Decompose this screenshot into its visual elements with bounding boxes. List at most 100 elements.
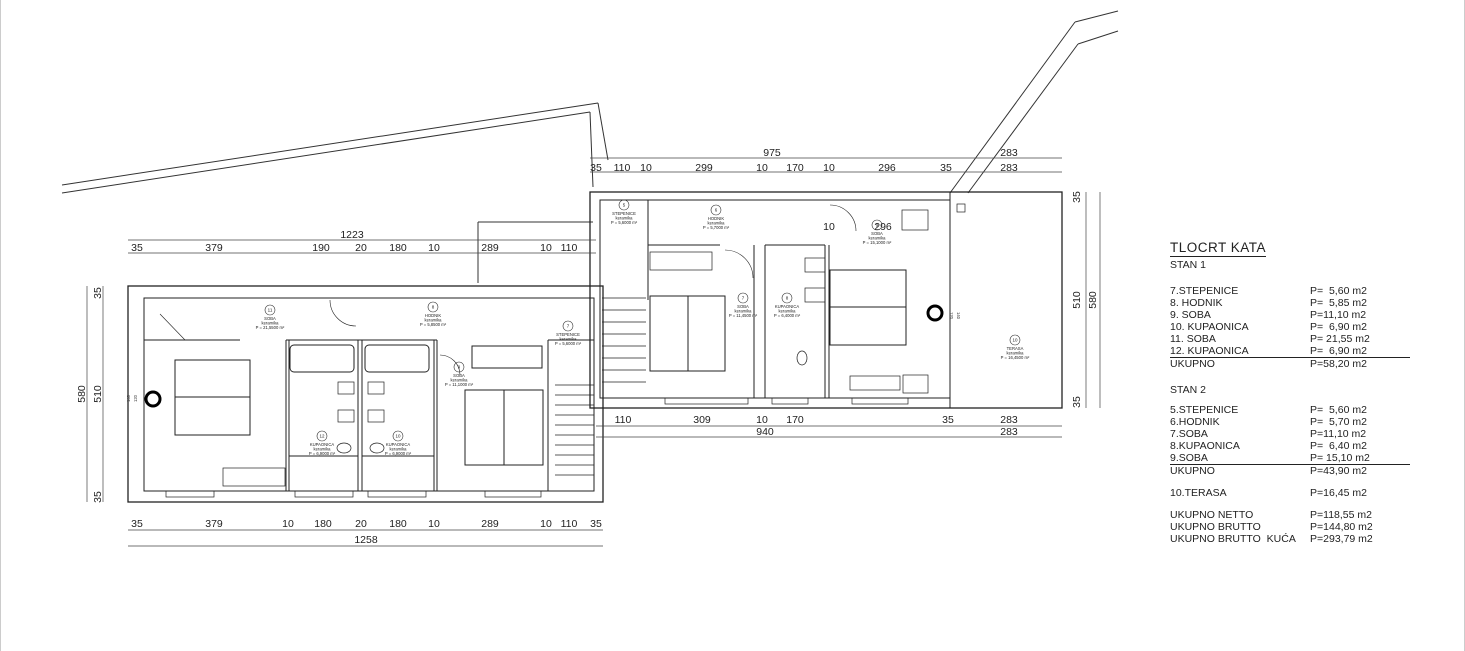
svg-text:35: 35 (590, 518, 602, 530)
room-number: 8 (786, 296, 789, 301)
svg-text:35: 35 (940, 162, 952, 174)
room-name: SOBA (264, 316, 276, 321)
svg-text:580: 580 (1087, 291, 1099, 309)
svg-text:35: 35 (1071, 396, 1083, 408)
room-number-circle (710, 204, 722, 216)
room-number-circle (1009, 334, 1021, 346)
svg-text:110: 110 (561, 242, 578, 254)
svg-text:10: 10 (540, 518, 552, 530)
svg-text:10: 10 (640, 162, 652, 174)
room-area: P = 5,7000 m² (703, 225, 730, 230)
room-number: 10 (1012, 338, 1018, 343)
svg-text:35: 35 (92, 287, 104, 299)
room-number-circle (316, 430, 328, 442)
room-finish: keramika (560, 337, 578, 342)
dimension-lines (86, 157, 1101, 547)
svg-text:140: 140 (956, 312, 961, 320)
svg-text:10: 10 (282, 518, 294, 530)
svg-text:35: 35 (590, 162, 602, 174)
room-area: P = 16,4500 m² (1001, 355, 1030, 360)
svg-text:289: 289 (481, 518, 499, 530)
room-number-circle (453, 361, 465, 373)
svg-text:35: 35 (131, 242, 143, 254)
room-name: KUPAONICA (310, 442, 335, 447)
room-finish: keramika (616, 216, 634, 221)
room-number: 6 (715, 208, 718, 213)
room-number: 9 (458, 365, 461, 370)
svg-text:309: 309 (693, 414, 711, 426)
svg-text:10: 10 (756, 162, 768, 174)
dim-right-bottom-total: 940 (756, 426, 774, 438)
room-number: 9 (876, 223, 879, 228)
room-finish: keramika (262, 321, 280, 326)
svg-text:110: 110 (561, 518, 578, 530)
right-unit-walls (589, 191, 1063, 409)
svg-text:180: 180 (389, 518, 407, 530)
svg-text:10: 10 (428, 518, 440, 530)
room-area: P = 6,9000 m² (385, 451, 412, 456)
room-number: 12 (319, 434, 325, 439)
svg-text:10: 10 (823, 221, 835, 233)
site-boundary (61, 10, 1119, 283)
svg-text:10: 10 (756, 414, 768, 426)
svg-text:140: 140 (126, 394, 131, 402)
room-name: HODNIK (708, 216, 724, 221)
room-name: HODNIK (425, 313, 441, 318)
stan2-label: STAN 2 (1170, 384, 1206, 396)
svg-text:510: 510 (1071, 291, 1083, 309)
room-finish: keramika (314, 447, 332, 452)
svg-text:180: 180 (389, 242, 407, 254)
room-finish: keramika (735, 309, 753, 314)
room-finish: keramika (451, 378, 469, 383)
svg-text:180: 180 (314, 518, 332, 530)
room-number-circle (427, 301, 439, 313)
room-number: 7 (567, 324, 570, 329)
svg-text:20: 20 (355, 242, 367, 254)
room-finish: keramika (1007, 351, 1025, 356)
right-column-marker (926, 304, 944, 322)
room-area: P = 11,1000 m² (445, 382, 474, 387)
room-number-circle (562, 320, 574, 332)
svg-text:190: 190 (312, 242, 330, 254)
svg-text:10: 10 (823, 162, 835, 174)
room-name: KUPAONICA (775, 304, 800, 309)
dim-left-top-total: 1223 (340, 229, 364, 241)
room-number-circle (392, 430, 404, 442)
svg-text:299: 299 (695, 162, 713, 174)
dim-left-bottom-total: 1258 (354, 534, 378, 546)
room-area: P = 5,6000 m² (611, 220, 638, 225)
room-finish: keramika (425, 318, 443, 323)
left-unit-walls (127, 285, 604, 503)
room-number: 10 (395, 434, 401, 439)
room-number: 5 (623, 203, 626, 208)
dimension-labels: 1223 35 379 190 20 180 10 289 10 110 35 … (76, 147, 1099, 546)
room-number: 11 (268, 308, 273, 313)
room-area: P = 6,4000 m² (774, 313, 801, 318)
stan1-label: STAN 1 (1170, 259, 1206, 271)
room-finish: keramika (390, 447, 408, 452)
svg-text:35: 35 (92, 491, 104, 503)
room-number-circle (264, 304, 276, 316)
